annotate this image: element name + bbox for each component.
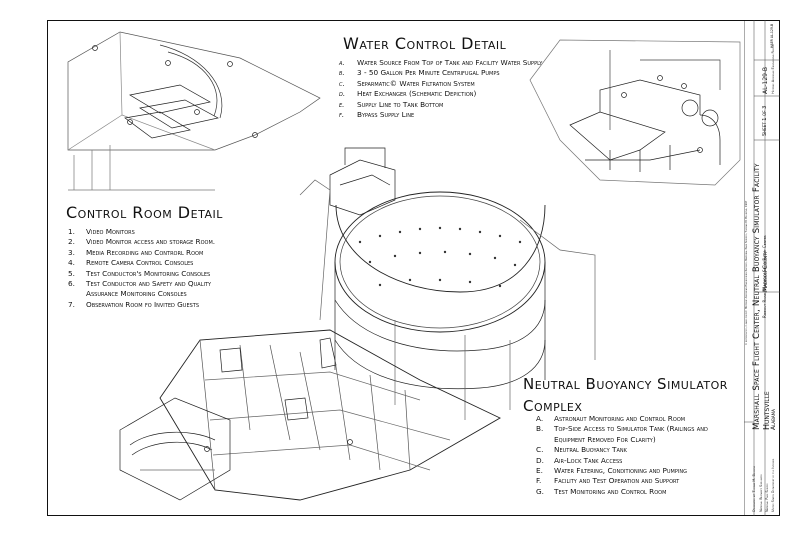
- legend-key: 6.: [68, 279, 75, 289]
- control-room-title: Control Room Detail: [66, 203, 223, 222]
- legend-key: d.: [339, 89, 346, 99]
- legend-key: E.: [536, 466, 543, 476]
- legend-text: Video Monitor access and storage Room.: [86, 237, 216, 247]
- legend-key: 1.: [68, 227, 75, 236]
- legend-text: Test Conductor and Safety and Quality As…: [86, 279, 212, 299]
- legend-text: Air-Lock Tank Access: [554, 455, 623, 465]
- agency-line-3: United States Department of the Interior: [771, 458, 775, 512]
- legend-key: f.: [339, 110, 345, 120]
- legend-text: Facility and Test Operation and Support: [554, 476, 680, 486]
- legend-key: b.: [339, 68, 345, 78]
- legend-key: 3.: [68, 247, 75, 257]
- agency-line-1: National Buoyancy Simulator: [759, 474, 763, 512]
- legend-key: G.: [536, 486, 544, 496]
- legend-item: c. Separmatic© Water Filtration System: [339, 79, 554, 89]
- legend-key: F.: [536, 476, 542, 486]
- legend-text: Test Monitoring and Control Room: [554, 486, 667, 496]
- nbs-complex-legend: A.Astronaut Monitoring and Control Room …: [536, 414, 736, 497]
- legend-item: F. Facility and Test Operation and Suppor…: [536, 476, 736, 486]
- legend-key: 4.: [68, 258, 75, 268]
- legend-item: A. Astronaut Monitoring and Control Room: [536, 414, 736, 424]
- legend-item: 4. Remote Camera Control Consoles: [68, 258, 243, 268]
- tank-complex-illustration: [299, 147, 596, 420]
- legend-key: a.: [339, 58, 345, 67]
- legend-text: Supply Line to Tank Bottom: [357, 99, 444, 109]
- floorplan-illustration: [119, 329, 501, 501]
- legend-key: 2.: [68, 237, 75, 247]
- legend-item: 2. Video Monitor access and storage Room.: [68, 237, 243, 247]
- water-control-legend: a. Water Source From Top of Tank and Faci…: [339, 58, 554, 120]
- haer-label: Historic American Engineering Record: [771, 43, 775, 94]
- legend-text: Observation Room fo Invited Guests: [86, 299, 200, 309]
- legend-key: 7.: [68, 299, 75, 309]
- legend-text: Video Monitors: [86, 227, 135, 236]
- legend-text: Remote Camera Control Consoles: [86, 258, 194, 268]
- state-label: Alabama: [770, 409, 777, 430]
- delineator-credit: Delineated by: Thomas M. Behrens: [752, 465, 756, 512]
- legend-item: e. Supply Line to Tank Bottom: [339, 100, 554, 110]
- facility-name: Marshall Space Flight Center, Neutral Bu…: [752, 163, 762, 430]
- legend-text: Top-Side Access to Simulator Tank (Raili…: [554, 424, 708, 444]
- legend-text: Test Conductor's Monitoring Consoles: [86, 268, 211, 278]
- legend-text: Water Filtering, Conditioning and Pumpin…: [554, 466, 687, 476]
- title-block-frame: [744, 20, 780, 516]
- legend-key: c.: [339, 78, 345, 88]
- legend-item: 7. Observation Room fo Invited Guests: [68, 300, 243, 310]
- nbs-complex-title: Neutral Buoyancy Simulator Complex: [523, 375, 728, 415]
- legend-item: D. Air-Lock Tank Access: [536, 456, 736, 466]
- legend-text: Water Source From Top of Tank and Facili…: [357, 58, 543, 67]
- legend-text: Astronaut Monitoring and Control Room: [554, 414, 686, 423]
- legend-key: A.: [536, 414, 544, 423]
- legend-item: G. Test Monitoring and Control Room: [536, 487, 736, 497]
- legend-item: B. Top-Side Access to Simulator Tank (Rai…: [536, 424, 736, 445]
- agency-line-2: National Park Service: [765, 483, 769, 512]
- legend-text: Separmatic© Water Filtration System: [357, 78, 475, 88]
- sheet-number: Sheet 1 of 3: [762, 105, 768, 136]
- legend-key: C.: [536, 445, 544, 455]
- legend-key: B.: [536, 424, 544, 434]
- legend-key: e.: [339, 99, 345, 109]
- legend-item: a. Water Source From Top of Tank and Faci…: [339, 58, 554, 68]
- reproduction-note: If reproduced, please credit: Historic A…: [745, 200, 748, 345]
- legend-item: f. Bypass Supply Line: [339, 110, 554, 120]
- drawing-number: AL-129-B: [762, 66, 769, 94]
- legend-item: d. Heat Exchanger (Schematic Depiction): [339, 89, 554, 99]
- corner-record-label: HAER AL-129-B: [770, 23, 774, 48]
- control-room-illustration: [67, 31, 321, 191]
- legend-text: Media Recording and Controrl Room: [86, 247, 204, 257]
- legend-item: E. Water Filtering, Conditioning and Pump…: [536, 466, 736, 476]
- legend-item: b. 3 - 50 Gallon Per Minute Centrifugal P…: [339, 68, 554, 78]
- legend-text: Neutral Buoyancy Tank: [554, 445, 627, 455]
- water-control-illustration: [529, 39, 741, 186]
- legend-key: D.: [536, 455, 544, 465]
- sheet-border: [47, 20, 780, 516]
- legend-item: 6. Test Conductor and Safety and Quality …: [68, 279, 243, 300]
- legend-item: C. Neutral Buoyancy Tank: [536, 445, 736, 455]
- control-room-legend: 1. Video Monitors 2. Video Monitor access …: [68, 227, 243, 310]
- legend-text: 3 - 50 Gallon Per Minute Centrifugal Pum…: [357, 68, 500, 78]
- water-control-title: Water Control Detail: [343, 34, 507, 53]
- legend-item: 1. Video Monitors: [68, 227, 243, 237]
- legend-item: 5. Test Conductor's Monitoring Consoles: [68, 269, 243, 279]
- legend-text: Heat Exchanger (Schematic Depiction): [357, 89, 477, 99]
- legend-key: 5.: [68, 268, 75, 278]
- legend-item: 3. Media Recording and Controrl Room: [68, 248, 243, 258]
- tank-wall-fixtures: [358, 226, 522, 288]
- legend-text: Bypass Supply Line: [357, 110, 415, 120]
- county-label: Madison County: [762, 251, 769, 292]
